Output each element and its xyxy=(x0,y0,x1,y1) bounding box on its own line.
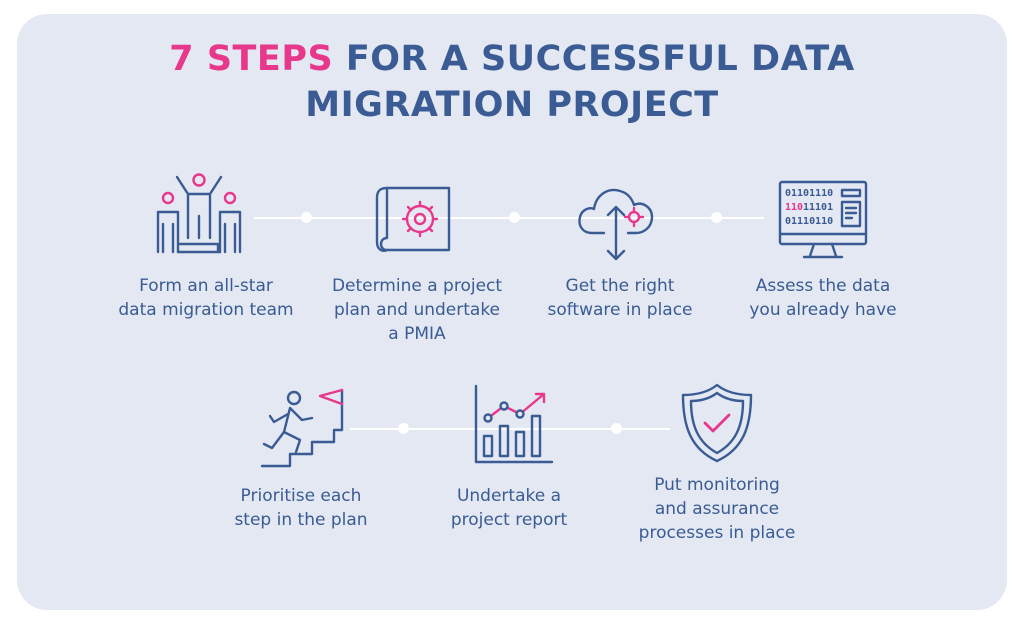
shield-check-icon xyxy=(681,383,753,463)
blueprint-gear-icon xyxy=(375,180,455,254)
connector-dot xyxy=(398,423,409,434)
step-label-team: Form an all-star data migration team xyxy=(118,276,294,320)
step-label-report: Undertake a project report xyxy=(450,486,568,530)
connector-dot xyxy=(711,212,722,223)
step-label-software: Get the right software in place xyxy=(547,276,693,320)
connector-dot xyxy=(611,423,622,434)
page-title: 7 STEPS FOR A SUCCESSFUL DATA MIGRATION … xyxy=(0,36,1024,128)
title-line2: MIGRATION PROJECT xyxy=(305,85,719,125)
title-line1-rest: FOR A SUCCESSFUL DATA xyxy=(333,39,855,79)
chart-report-icon xyxy=(472,384,554,464)
step-label-prioritise: Prioritise each step in the plan xyxy=(234,486,368,530)
infographic-card xyxy=(17,14,1007,610)
step-label-plan: Determine a project plan and undertake a… xyxy=(331,276,503,344)
binary-line-1: 01101110 xyxy=(785,188,833,199)
connector-dot xyxy=(301,212,312,223)
cloud-software-icon xyxy=(576,181,658,261)
step-label-monitoring: Put monitoring and assurance processes i… xyxy=(638,475,796,543)
team-icon xyxy=(152,172,246,254)
title-highlight: 7 STEPS xyxy=(169,39,334,79)
connector-row2 xyxy=(350,428,670,430)
connector-dot xyxy=(509,212,520,223)
climbing-flag-icon xyxy=(260,386,350,468)
binary-line-2a: 110 xyxy=(785,202,803,213)
binary-line-3: 01110110 xyxy=(785,216,833,227)
binary-line-2b: 11101 xyxy=(803,202,833,213)
binary-monitor-icon: 01101110 110 11101 01110110 xyxy=(778,180,868,260)
step-label-assess: Assess the data you already have xyxy=(749,276,897,320)
